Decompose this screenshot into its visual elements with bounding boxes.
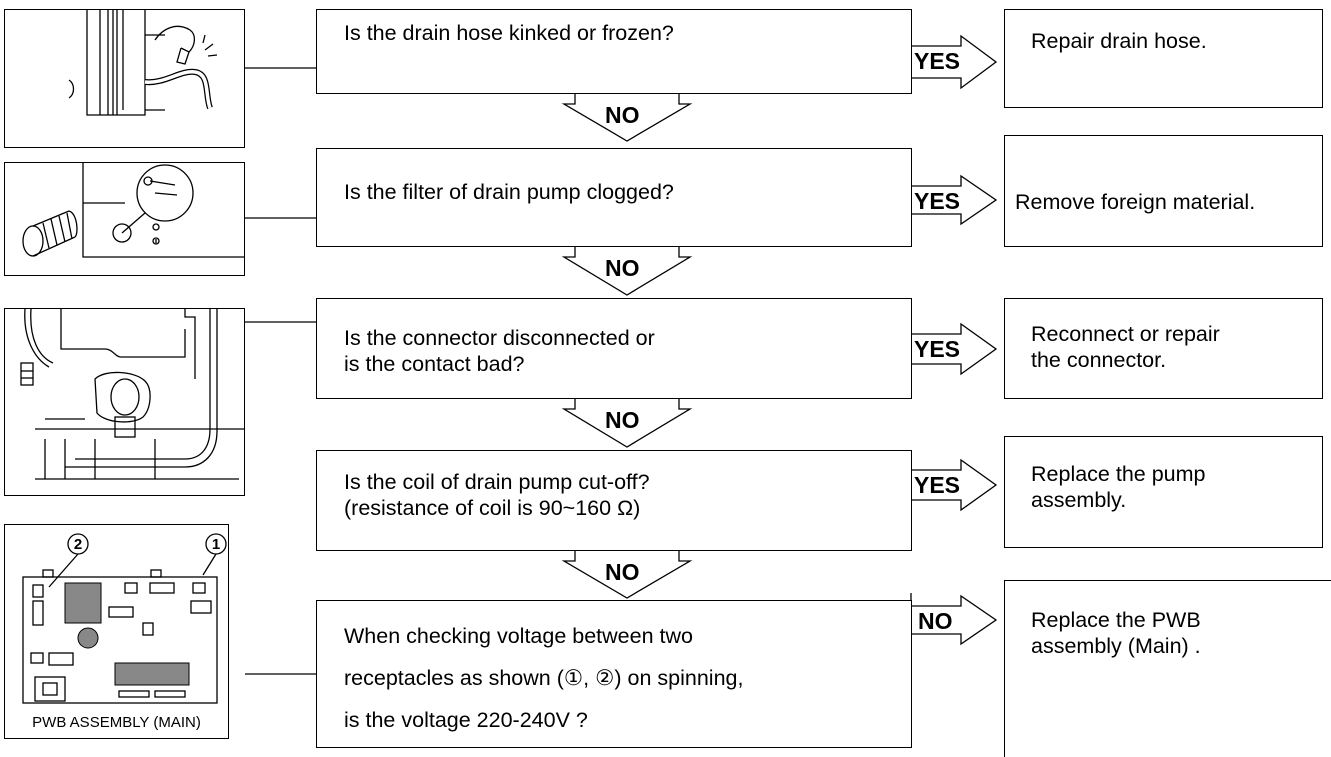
question-text-5-line-2: receptacles as shown (①, ②) on spinning,	[344, 666, 744, 690]
action-text-3: Reconnect or repair the connector.	[1031, 322, 1220, 372]
pwb-assembly-illustration: 2 1 PWB ASSEMBLY (MAIN)	[4, 524, 229, 739]
pump-filter-illustration	[4, 162, 245, 276]
question-box-4: Is the coil of drain pump cut-off? (resi…	[316, 450, 912, 551]
action-box-1: Repair drain hose.	[1004, 9, 1323, 108]
action-box-3: Reconnect or repair the connector.	[1004, 298, 1323, 399]
no-arrow-3	[561, 399, 693, 448]
action-box-2: Remove foreign material.	[1004, 135, 1323, 247]
no-arrow-1	[561, 94, 693, 142]
no-label-4: NO	[605, 559, 640, 585]
no-label-3: NO	[605, 407, 640, 433]
question-text-1: Is the drain hose kinked or frozen?	[344, 21, 674, 45]
drain-hose-illustration	[4, 9, 245, 148]
no-label-2: NO	[605, 255, 640, 281]
action-text-2: Remove foreign material.	[1015, 190, 1256, 214]
yes-label-4: YES	[914, 472, 961, 498]
yes-label-1: YES	[914, 48, 961, 74]
action-text-1: Repair drain hose.	[1031, 29, 1207, 53]
no-arrow-2	[561, 247, 693, 296]
action-box-4: Replace the pump assembly.	[1004, 436, 1323, 548]
action-text-5: Replace the PWB assembly (Main) .	[1031, 608, 1201, 658]
question-text-4: Is the coil of drain pump cut-off? (resi…	[344, 470, 650, 520]
yes-label-3: YES	[914, 336, 961, 362]
question-box-2: Is the filter of drain pump clogged?	[316, 148, 912, 247]
question-text-3: Is the connector disconnected or is the …	[344, 326, 655, 376]
yes-arrow-3	[910, 320, 998, 378]
action-text-4: Replace the pump assembly.	[1031, 462, 1206, 512]
no-label-1: NO	[605, 102, 640, 128]
yes-label-2: YES	[914, 188, 961, 214]
pwb-caption: PWB ASSEMBLY (MAIN)	[32, 714, 201, 731]
no-label-5: NO	[918, 608, 953, 634]
marker-2-label: 2	[74, 536, 82, 553]
question-box-3: Is the connector disconnected or is the …	[316, 298, 912, 399]
question-text-5-line-1: When checking voltage between two	[344, 624, 693, 648]
action-box-5: Replace the PWB assembly (Main) .	[1004, 580, 1331, 757]
question-box-5: When checking voltage between two recept…	[316, 600, 912, 748]
question-text-5-line-3: is the voltage 220-240V ?	[344, 708, 588, 732]
question-box-1: Is the drain hose kinked or frozen?	[316, 9, 912, 94]
yes-arrow-1	[910, 33, 998, 92]
question-text-2: Is the filter of drain pump clogged?	[344, 180, 674, 204]
no-arrow-4	[561, 551, 693, 599]
yes-arrow-4	[910, 458, 998, 512]
pump-connector-illustration	[4, 308, 245, 496]
marker-1-label: 1	[212, 536, 220, 553]
yes-arrow-2	[910, 174, 998, 226]
no-arrow-5	[910, 593, 998, 647]
